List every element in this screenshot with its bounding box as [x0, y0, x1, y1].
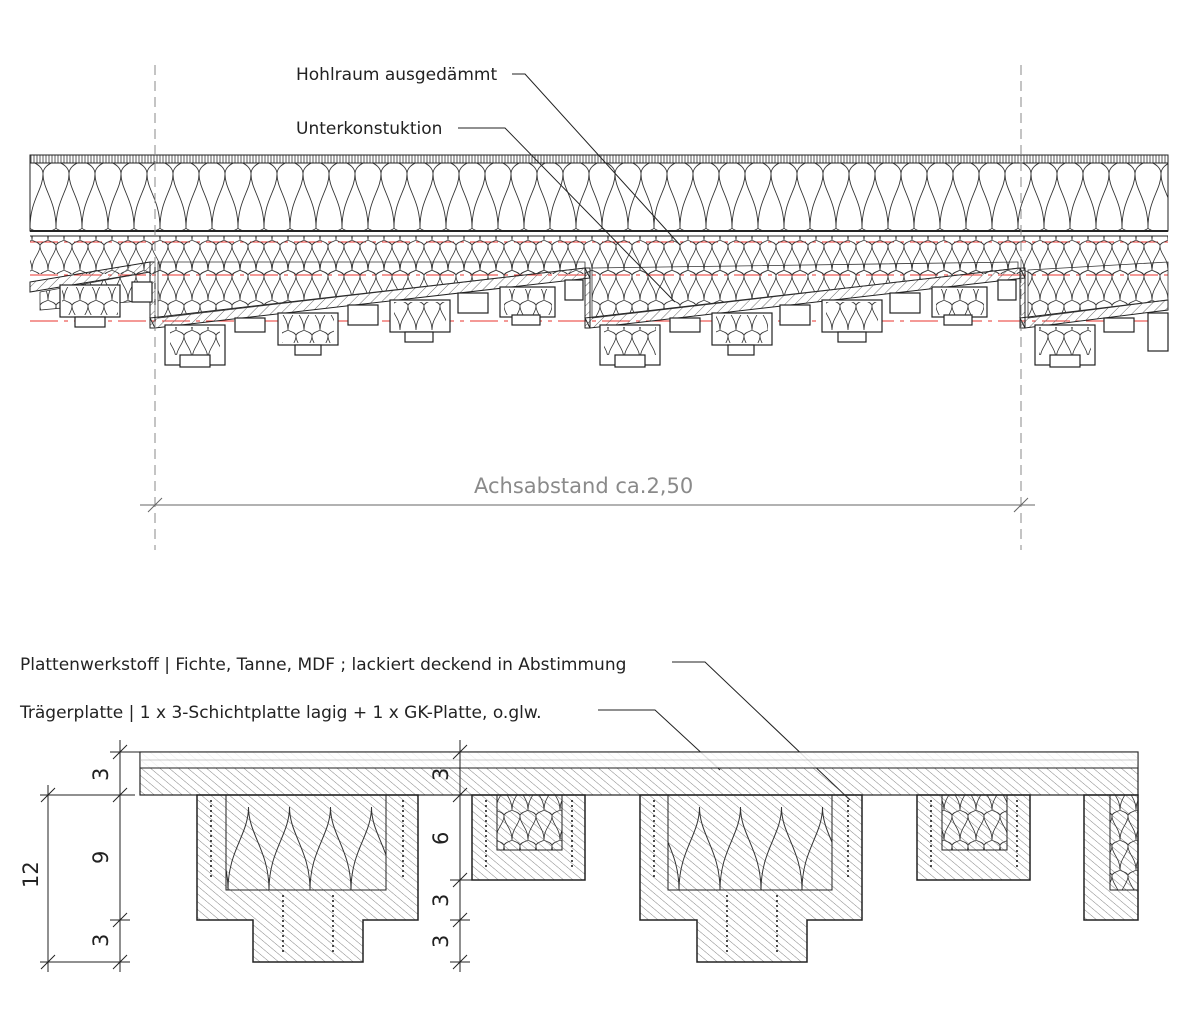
- dim-left-bottom: 3: [89, 934, 113, 947]
- label-plattenwerkstoff: Plattenwerkstoff | Fichte, Tanne, MDF ; …: [20, 655, 626, 675]
- dim-right-lower2: 3: [429, 935, 453, 948]
- dim-left-middle: 9: [89, 851, 113, 864]
- sloped-panel-right: [584, 261, 1026, 329]
- leader-lines-top: [458, 73, 681, 303]
- profile-large-left: [196, 794, 419, 963]
- dimension-chain-left: [40, 740, 140, 972]
- profile-partial-right: [1083, 794, 1139, 921]
- detail-section: [139, 751, 1139, 963]
- dim-left-total: 12: [19, 861, 43, 888]
- dim-right-top: 3: [429, 768, 453, 781]
- label-unterkonstruktion: Unterkonstuktion: [296, 119, 442, 139]
- dim-right-lower1: 3: [429, 894, 453, 907]
- axis-dimension-label: Achsabstand ca.2,50: [474, 474, 693, 498]
- label-hohlraum: Hohlraum ausgedämmt: [296, 65, 497, 85]
- axis-dimension: [140, 497, 1035, 513]
- roof-build-up: [29, 65, 1169, 550]
- sloped-panel-middle: [149, 261, 591, 329]
- label-traegerplatte: Trägerplatte | 1 x 3-Schichtplatte lagig…: [19, 703, 542, 723]
- dim-left-top: 3: [89, 768, 113, 781]
- sloped-panel-far-right: [1019, 261, 1169, 329]
- profile-small-1: [471, 794, 586, 881]
- profile-large-middle: [639, 794, 863, 963]
- ceiling-profiles: [59, 279, 1169, 368]
- dimension-chain-middle: [450, 740, 472, 972]
- dim-right-middle: 6: [429, 832, 453, 845]
- profile-small-2: [916, 794, 1031, 881]
